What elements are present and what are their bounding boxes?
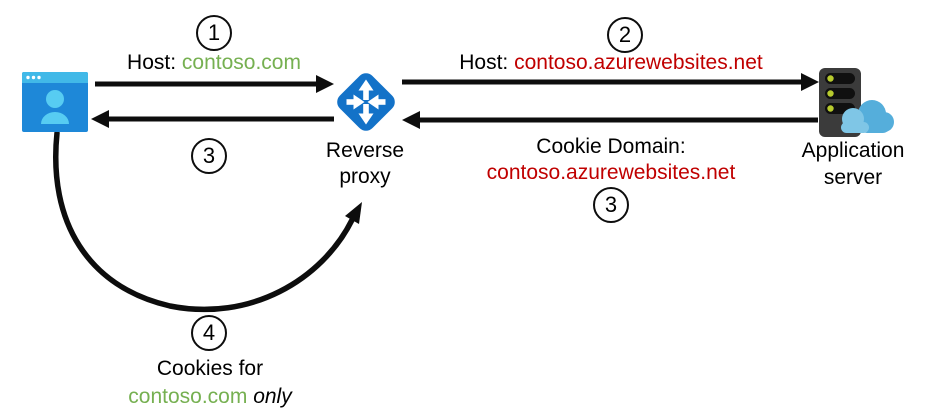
application-server-label: Application server	[802, 137, 905, 191]
application-server-icon	[819, 68, 894, 137]
user-icon	[41, 90, 69, 124]
step-badge-1: 1	[196, 15, 232, 51]
arrow-proxy-to-server	[402, 73, 819, 91]
arrow-proxy-to-browser	[91, 110, 334, 128]
cookies-caption-line1: Cookies for	[156, 357, 264, 380]
cookies-caption: Cookies for contoso.com only	[128, 355, 291, 411]
cookie-domain-title: Cookie Domain:	[536, 135, 686, 158]
curved-arrow-browser-to-proxy	[53, 130, 362, 313]
label-host-azurewebsites: Host: contoso.azurewebsites.net	[459, 50, 763, 76]
browser-user-icon	[22, 72, 88, 132]
server-led-lights	[827, 75, 834, 112]
step-badge-2: 2	[607, 17, 643, 53]
host-prefix: Host:	[127, 51, 182, 74]
cookie-domain-value: contoso.azurewebsites.net	[486, 161, 736, 184]
arrow-server-to-proxy	[402, 111, 818, 129]
host-prefix: Host:	[459, 51, 515, 74]
arrow-browser-to-proxy	[95, 75, 334, 93]
application-server-label-line2: server	[823, 166, 883, 189]
browser-dots-icon	[26, 75, 41, 80]
reverse-proxy-label-line1: Reverse	[325, 139, 405, 162]
reverse-proxy-label: Reverse proxy	[326, 138, 404, 190]
cloud-icon	[841, 100, 894, 133]
reverse-proxy-label-line2: proxy	[339, 165, 391, 188]
cookies-caption-line2: contoso.com only	[128, 383, 291, 411]
step-badge-3-left: 3	[191, 138, 227, 174]
step-badge-3-right: 3	[593, 187, 629, 223]
host-value-green: contoso.com	[181, 51, 301, 74]
router-arrows-icon	[346, 79, 386, 125]
step-badge-4: 4	[191, 315, 227, 351]
cookies-domain-green: contoso.com	[128, 385, 248, 408]
arrowhead-right-icon	[801, 73, 819, 91]
label-cookie-domain: Cookie Domain: contoso.azurewebsites.net	[487, 134, 736, 186]
label-host-contoso: Host: contoso.com	[127, 50, 301, 76]
arrowhead-left-icon	[91, 110, 109, 128]
application-server-label-line1: Application	[801, 139, 905, 162]
arrowhead-left-icon	[402, 111, 420, 129]
arrowhead-right-icon	[316, 75, 334, 93]
arrowhead-up-right-icon	[345, 202, 362, 224]
reverse-proxy-icon	[337, 73, 395, 131]
cookies-only-italic: only	[253, 385, 292, 408]
host-value-red: contoso.azurewebsites.net	[514, 51, 763, 74]
